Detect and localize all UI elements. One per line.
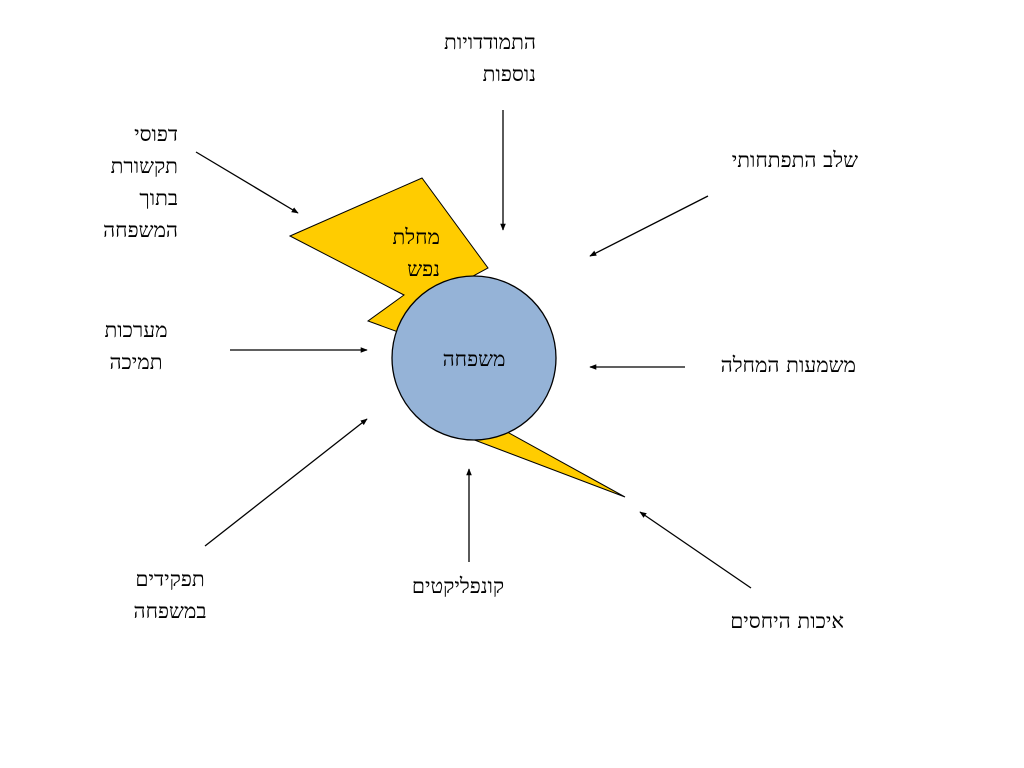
factor-top-left-line: תקשורת xyxy=(110,154,178,178)
factor-top-right: שלב התפתחותי xyxy=(732,144,858,176)
factor-left-line: תמיכה xyxy=(109,350,163,374)
factor-top: התמודדויות נוספות xyxy=(444,26,536,90)
factor-top-left: דפוסי תקשורת בתוך המשפחה xyxy=(103,118,178,246)
bolt-label: מחלת נפש xyxy=(392,221,440,285)
factor-bottom-right: איכות היחסים xyxy=(730,605,844,637)
family-circle xyxy=(391,275,557,441)
bolt-label-line: נפש xyxy=(407,257,440,281)
factor-bottom-left-line: תפקידים xyxy=(135,567,205,591)
factor-top-left-line: המשפחה xyxy=(103,218,178,242)
factor-top-line: התמודדויות xyxy=(444,30,536,54)
factor-bottom-left: תפקידים במשפחה xyxy=(110,563,230,627)
factor-bottom-left-line: במשפחה xyxy=(133,599,207,623)
factor-right-line: משמעות המחלה xyxy=(720,353,856,377)
family-label: משפחה xyxy=(424,343,524,375)
arrow-top-right xyxy=(589,195,709,257)
factor-top-left-line: דפוסי xyxy=(134,122,178,146)
factor-left-line: מערכות xyxy=(104,318,168,342)
factor-top-right-line: שלב התפתחותי xyxy=(731,148,858,172)
bolt-label-line: מחלת xyxy=(392,225,440,249)
factor-left: מערכות תמיכה xyxy=(76,314,196,378)
factor-bottom-right-line: איכות היחסים xyxy=(730,609,844,633)
arrow-bottom-right xyxy=(639,511,752,589)
factor-top-line: נוספות xyxy=(482,62,536,86)
factor-bottom: קונפליקטים xyxy=(388,570,528,602)
factor-right: משמעות המחלה xyxy=(721,349,856,381)
arrow-top-left xyxy=(195,151,299,214)
family-label-text: משפחה xyxy=(442,347,506,371)
factor-bottom-line: קונפליקטים xyxy=(411,574,505,598)
arrow-bottom-left xyxy=(204,418,368,547)
factor-top-left-line: בתוך xyxy=(139,186,178,210)
